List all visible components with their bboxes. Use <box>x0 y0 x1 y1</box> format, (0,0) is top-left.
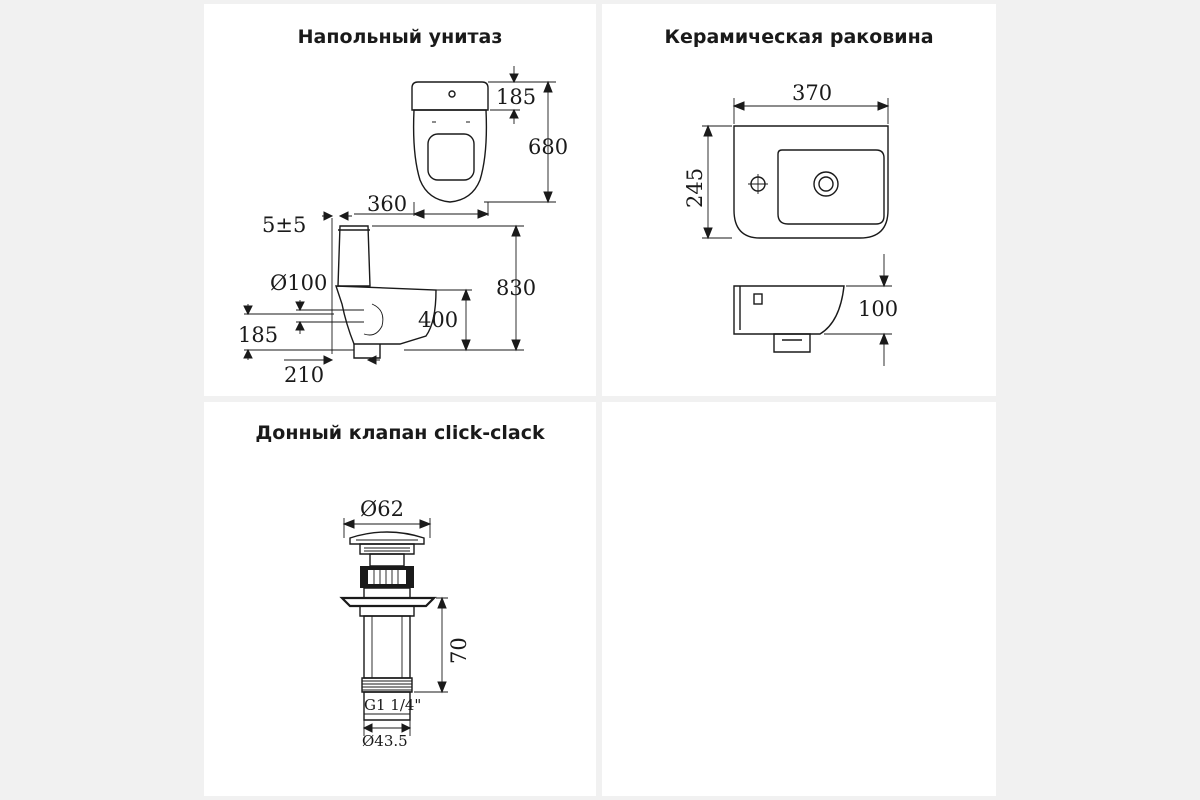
dim-seat-height: 400 <box>418 308 458 332</box>
dim-sink-width: 370 <box>792 81 832 105</box>
empty-panel <box>602 402 996 796</box>
sink-side-view: 100 <box>733 254 898 366</box>
sink-title: Керамическая раковина <box>664 26 934 48</box>
toilet-top-view: 185 680 360 <box>354 66 568 219</box>
dim-tank-depth: 185 <box>496 85 536 109</box>
valve-title: Донный клапан click-clack <box>255 422 545 444</box>
dim-cap-diameter: Ø62 <box>360 497 404 521</box>
toilet-panel: Напольный унитаз 185 680 <box>204 4 596 396</box>
valve-view: Ø62 <box>339 497 471 750</box>
dim-top-length: 680 <box>528 135 568 159</box>
dim-width: 360 <box>367 192 407 216</box>
dim-valve-length: 70 <box>447 637 471 664</box>
dim-body-diameter: Ø43.5 <box>362 732 408 750</box>
toilet-drawing: 185 680 360 <box>238 66 568 387</box>
sink-drawing: 370 245 100 <box>683 81 898 366</box>
valve-drawing: Ø62 <box>339 497 471 750</box>
dim-thread: G1 1/4" <box>364 696 421 714</box>
toilet-title: Напольный унитаз <box>297 26 503 48</box>
dim-wall-gap: 5±5 <box>262 213 306 237</box>
dim-height: 830 <box>496 276 536 300</box>
valve-panel: Донный клапан click-clack Ø62 <box>204 402 596 796</box>
dim-sink-height: 100 <box>858 297 898 321</box>
dim-outlet-diameter: Ø100 <box>270 271 327 295</box>
toilet-side-view: 5±5 830 Ø100 400 185 <box>238 211 536 387</box>
dim-sink-depth: 245 <box>683 168 707 208</box>
sink-panel: Керамическая раковина 370 245 <box>602 4 996 396</box>
dim-outlet-height: 185 <box>238 323 278 347</box>
sink-top-view: 370 245 <box>683 81 890 240</box>
dim-outlet-offset: 210 <box>284 363 324 387</box>
